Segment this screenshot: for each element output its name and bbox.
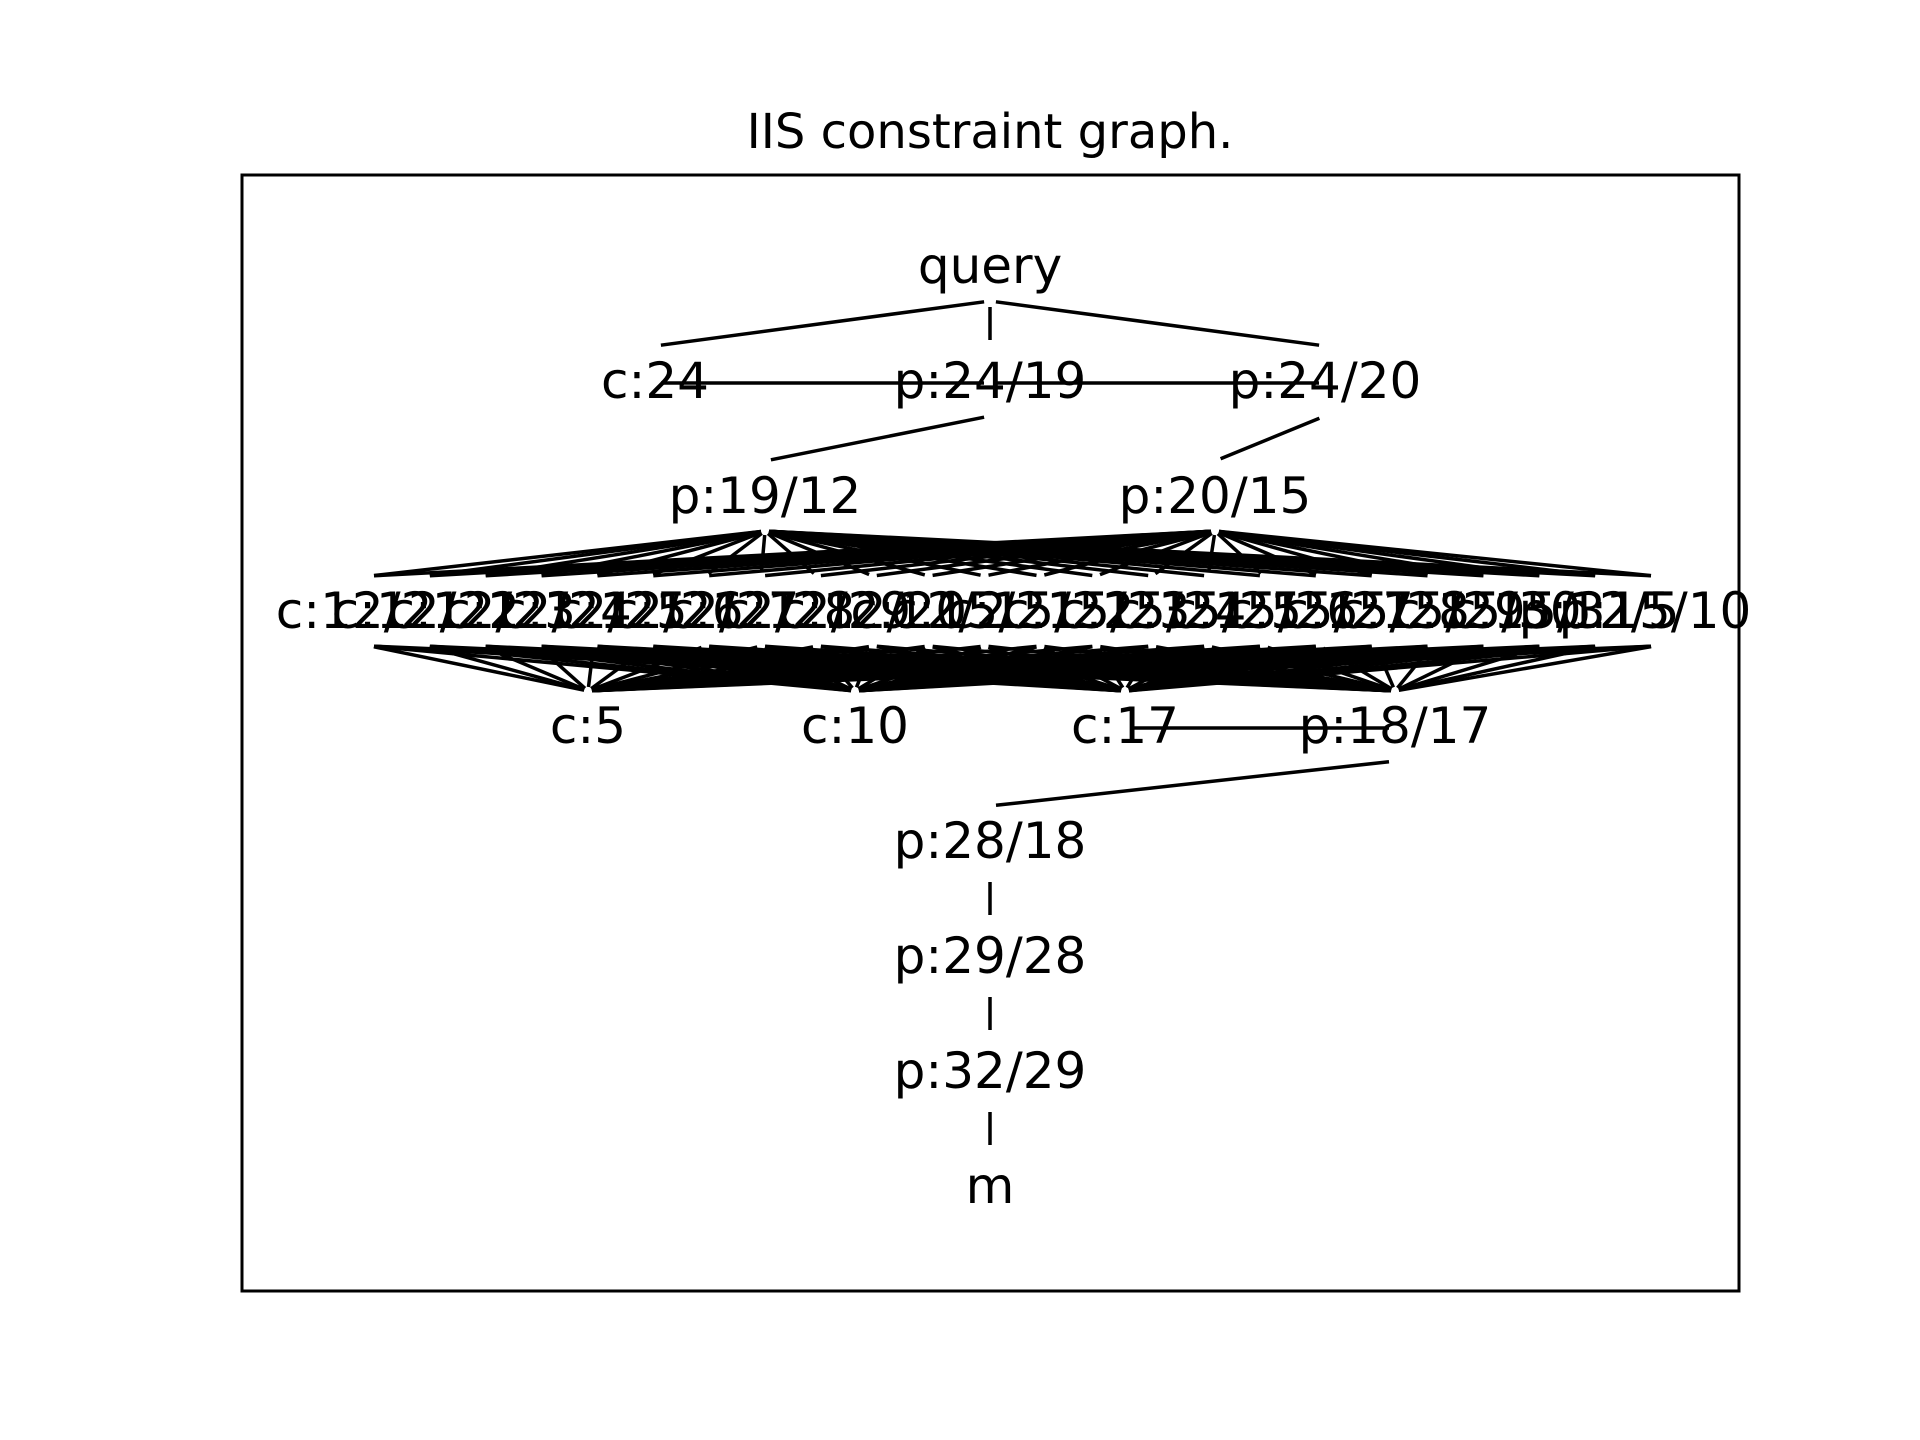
edge-p-20-15-to-c-15-22 xyxy=(1043,530,1212,577)
edge-p-18-17-to-p-28-18 xyxy=(995,759,1390,808)
edge-p-24-20-to-p-20-15 xyxy=(1219,416,1321,461)
edge-query-to-c-24 xyxy=(660,300,985,347)
node-c-15-30: c:15/30 xyxy=(1393,582,1581,640)
edge-p-20-15-to-c-15-21 xyxy=(988,530,1212,577)
node-c-15-26: c:15/26 xyxy=(1170,582,1358,640)
edge-p-15-10-to-p-18-17 xyxy=(1398,644,1652,693)
node-c-15-28: c:15/28 xyxy=(1281,582,1469,640)
edge-p-20-15-to-c-15-25 xyxy=(1206,534,1217,573)
edge-p-15-10-to-c-5 xyxy=(591,644,1652,693)
edge-p-20-15-to-c-12-2 xyxy=(932,529,1212,578)
node-c-12-21: c:12/21 xyxy=(276,582,464,640)
node-c-12-25: c:12/25 xyxy=(499,582,687,640)
edge-c-12-26-to-c-5 xyxy=(590,646,648,691)
node-c-12-27: c:12/27 xyxy=(611,582,799,640)
graph-nodes: query c:24 p:24/19 p:24/20 p:19/12 p:20/15 c:1… xyxy=(276,237,1752,1215)
edge-p-20-15-to-c-15-28 xyxy=(1218,530,1373,577)
edge-p-24-19-to-p-19-12 xyxy=(770,415,985,462)
edge-p-20-15-to-c-15-26 xyxy=(1216,532,1263,575)
node-c-24: c:24 xyxy=(601,352,709,410)
node-c-15-29: c:15/29 xyxy=(1337,582,1525,640)
edge-p-20-15-to-c-15-24 xyxy=(1154,531,1213,576)
node-c-15-24: c:15/24 xyxy=(1058,582,1246,640)
node-p-29-28: p:29/28 xyxy=(894,927,1087,985)
node-c-15-23: c:15/23 xyxy=(1002,582,1190,640)
node-c-12-29: c:12/29 xyxy=(723,582,911,640)
node-c-12-24: c:12/24 xyxy=(443,582,631,640)
node-c-5: c:5 xyxy=(550,697,626,755)
node-c-15-21: c:15/21 xyxy=(890,582,1078,640)
edge-query-to-p-24-20 xyxy=(995,300,1320,347)
node-p-18-17: p:18/17 xyxy=(1299,697,1492,755)
edge-c-12-24-to-c-5 xyxy=(539,647,587,690)
edge-p-15-10-to-c-17 xyxy=(1128,644,1652,693)
node-c-15-31: c:15/31 xyxy=(1449,582,1637,640)
plot-frame xyxy=(240,173,1741,1293)
node-c-12-2: c:12/2 xyxy=(850,582,1007,640)
node-c-17: c:17 xyxy=(1071,697,1179,755)
node-m: m xyxy=(966,1157,1015,1215)
edge-p-20-15-to-p-15-10 xyxy=(1218,529,1652,578)
node-c-12-20: c:12/20 xyxy=(779,582,967,640)
node-p-12-5: p:12/5 xyxy=(1519,582,1680,640)
figure-title: IIS constraint graph. xyxy=(747,104,1234,160)
node-c-12-26: c:12/26 xyxy=(555,582,743,640)
edge-c-12-23-to-c-5 xyxy=(484,645,585,692)
edge-p-20-15-to-c-15-27 xyxy=(1218,530,1317,577)
node-p-32-29: p:32/29 xyxy=(894,1042,1087,1100)
node-c-12-22: c:12/22 xyxy=(332,582,520,640)
node-p-19-12: p:19/12 xyxy=(669,467,862,525)
edge-c-12-27-to-c-5 xyxy=(591,645,703,692)
node-c-15-25: c:15/25 xyxy=(1114,582,1302,640)
edge-p-15-10-to-c-10 xyxy=(858,644,1652,693)
node-query: query xyxy=(918,237,1062,295)
edge-p-20-15-to-c-15-23 xyxy=(1099,530,1212,577)
edge-c-12-28-to-c-5 xyxy=(591,645,758,692)
node-c-12-23: c:12/23 xyxy=(387,582,575,640)
node-c-15-27: c:15/27 xyxy=(1226,582,1414,640)
edge-c-12-25-to-c-5 xyxy=(586,649,595,688)
edge-c-12-22-to-c-5 xyxy=(429,645,585,692)
node-c-15-22: c:15/22 xyxy=(946,582,1134,640)
graph-edges xyxy=(373,300,1652,1145)
node-c-12-28: c:12/28 xyxy=(667,582,855,640)
node-p-24-20: p:24/20 xyxy=(1229,352,1422,410)
node-c-10: c:10 xyxy=(801,697,909,755)
node-p-28-18: p:28/18 xyxy=(894,812,1087,870)
node-p-24-19: p:24/19 xyxy=(894,352,1087,410)
node-p-20-15: p:20/15 xyxy=(1119,467,1312,525)
edge-c-12-21-to-c-5 xyxy=(373,645,585,692)
node-p-15-10: p:15/10 xyxy=(1559,582,1752,640)
